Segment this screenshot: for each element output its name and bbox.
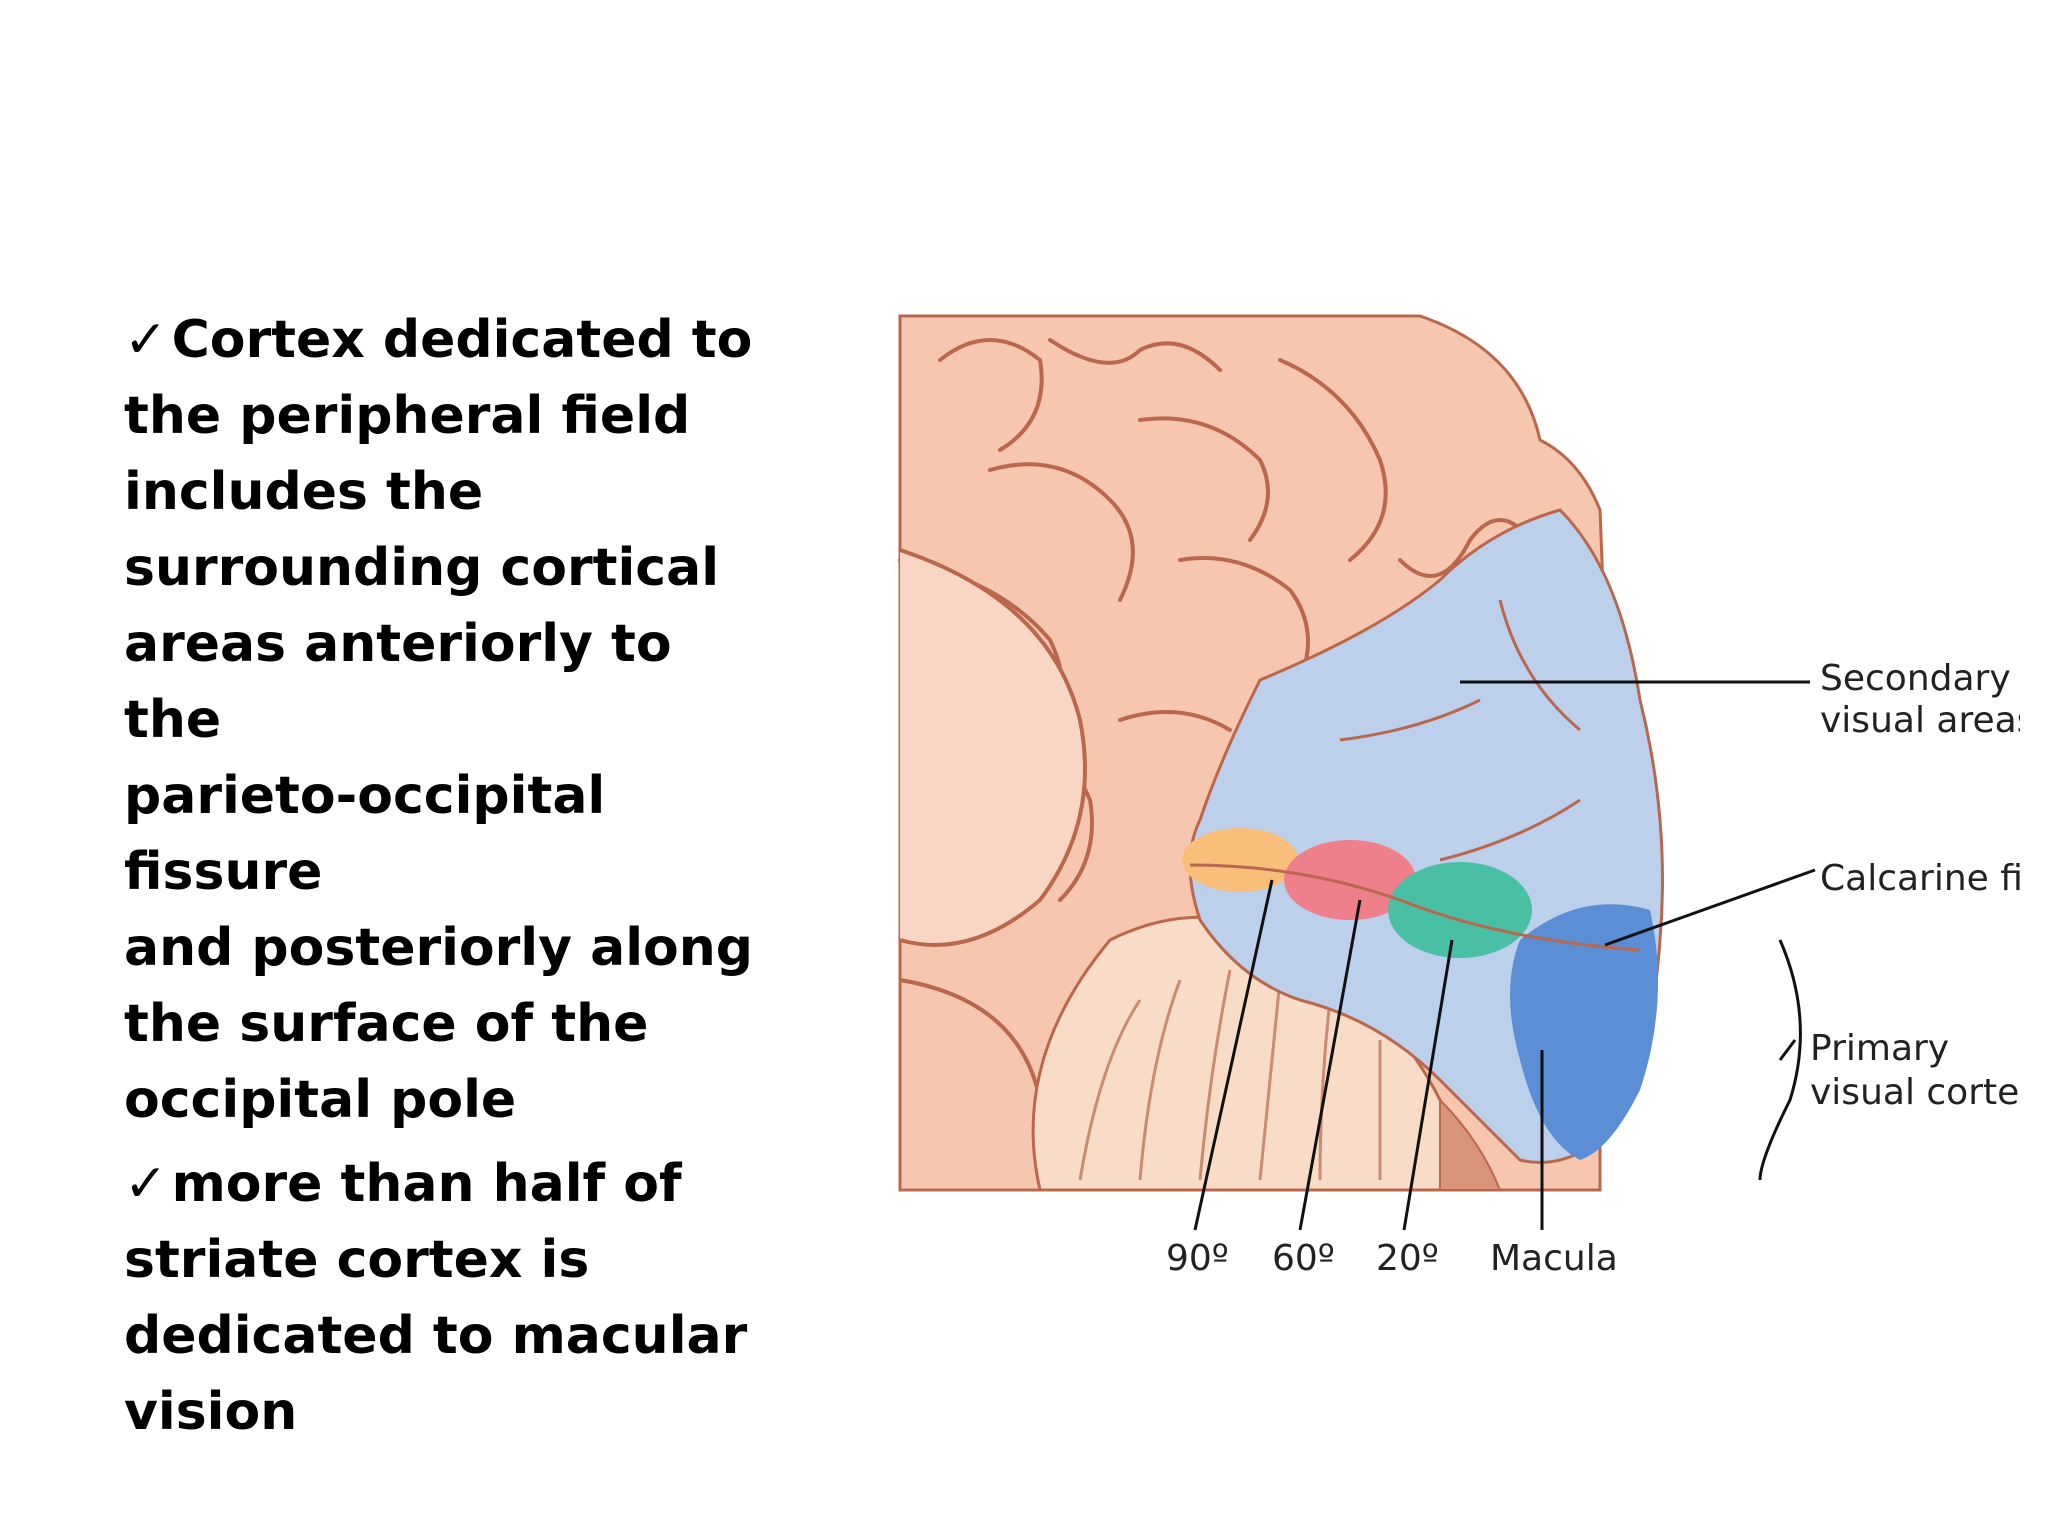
label-secondary-line2: visual areas (1820, 700, 2020, 741)
corpus-callosum (899, 548, 1087, 947)
bullet-list: ✓Cortex dedicated to the peripheral fiel… (124, 302, 764, 1458)
label-60-degrees: 60º (1272, 1238, 1335, 1279)
label-calcarine-fissure: Calcarine fissure (1820, 858, 2020, 899)
label-secondary-line1: Secondary (1820, 658, 2011, 699)
label-primary-line1: Primary (1810, 1028, 1949, 1069)
bullet-line: dedicated to macular (124, 1306, 748, 1366)
bullet-macular-vision: ✓more than half of striate cortex is ded… (124, 1146, 764, 1450)
bullet-peripheral-field: ✓Cortex dedicated to the peripheral fiel… (124, 302, 764, 1138)
label-primary-line2: visual cortex (1810, 1072, 2020, 1113)
zone-60-degrees (1284, 840, 1416, 920)
bullet-line: the peripheral field (124, 386, 691, 446)
bullet-line: vision (124, 1382, 298, 1442)
zone-90-degrees (1182, 828, 1298, 892)
zone-20-degrees (1388, 862, 1532, 958)
bullet-line: and posteriorly along (124, 918, 754, 978)
bullet-line: striate cortex is (124, 1230, 590, 1290)
bullet-line: surrounding cortical (124, 538, 720, 598)
bullet-line: parieto-occipital fissure (124, 766, 606, 902)
bullet-line: the surface of the (124, 994, 649, 1054)
checkmark-icon: ✓ (124, 1154, 168, 1214)
calcarine-fissure-line (1189, 863, 1641, 952)
bullet-line: areas anteriorly to the (124, 614, 672, 750)
label-20-degrees: 20º (1376, 1238, 1439, 1279)
label-90-degrees: 90º (1166, 1238, 1229, 1279)
leader-lines (1193, 680, 1816, 1231)
macula-zone (1510, 904, 1658, 1160)
bullet-line: includes the (124, 462, 484, 522)
checkmark-icon: ✓ (124, 310, 168, 370)
label-macula: Macula (1490, 1238, 1618, 1279)
secondary-area-sulci (1339, 599, 1581, 862)
visual-cortex-diagram: Secondary visual areas Calcarine fissure… (880, 300, 2020, 1320)
bullet-line: Cortex dedicated to (171, 310, 753, 370)
bullet-line: more than half of (171, 1154, 682, 1214)
bullet-line: occipital pole (124, 1070, 517, 1130)
